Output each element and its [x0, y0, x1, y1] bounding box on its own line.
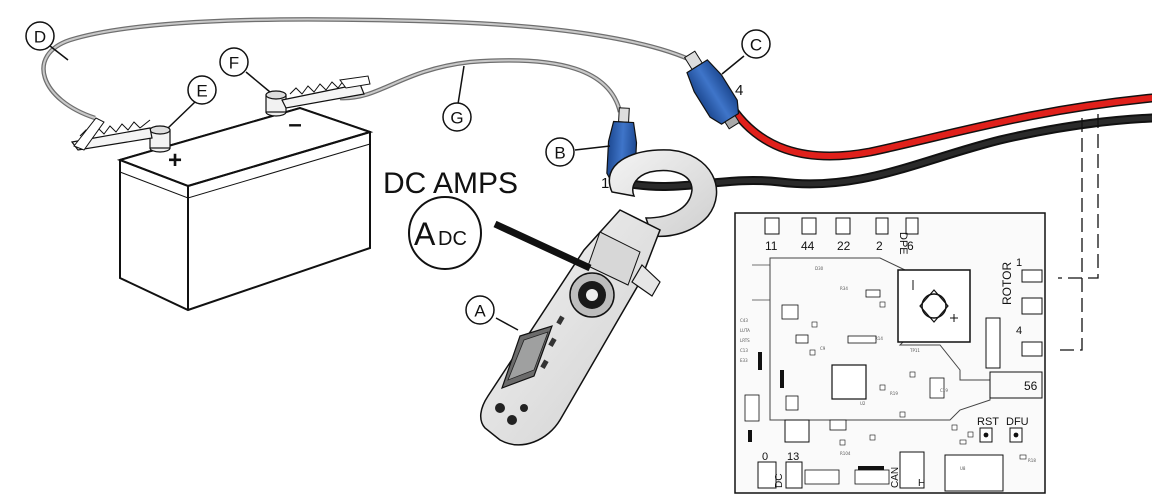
terminal-44: 44 [801, 239, 815, 253]
battery: + – [116, 90, 374, 312]
svg-text:R19: R19 [890, 391, 898, 396]
negative-sign: – [288, 111, 301, 138]
rotor-label: ROTOR [1000, 262, 1014, 305]
terminal-6: 6 [907, 239, 914, 253]
svg-text:TP11: TP11 [909, 348, 920, 353]
svg-text:R34: R34 [840, 286, 848, 291]
svg-text:LUTA: LUTA [740, 328, 750, 333]
battery-negative-post [265, 90, 287, 117]
rst-label: RST [977, 416, 999, 428]
adc-symbol: A DC [408, 196, 592, 272]
adc-symbol-main: A [414, 216, 436, 252]
svg-text:C19: C19 [940, 388, 948, 393]
pin-56: 56 [1024, 379, 1038, 393]
test-lead-d [41, 17, 696, 121]
alligator-clip-negative [281, 75, 371, 109]
svg-text:C43: C43 [740, 318, 748, 323]
terminal-11: 11 [765, 239, 778, 253]
svg-text:R18: R18 [1028, 458, 1036, 463]
connector-c [683, 50, 741, 130]
h-label: H [918, 478, 925, 489]
svg-text:D30: D30 [815, 266, 824, 271]
callout-f: F [219, 47, 271, 93]
adc-symbol-sub: DC [438, 228, 467, 250]
can-label: CAN [890, 467, 901, 488]
callout-c: C [721, 29, 771, 75]
callout-d: D [25, 21, 69, 61]
bottom-13: 13 [787, 451, 799, 463]
svg-text:LRTS: LRTS [740, 338, 750, 343]
positive-sign: + [168, 147, 182, 174]
callout-d-label: D [34, 28, 46, 47]
svg-text:R104: R104 [840, 451, 851, 456]
wire-number-1: 1 [601, 175, 609, 192]
svg-text:C13: C13 [740, 348, 748, 353]
test-lead-g [339, 58, 623, 113]
clamp-meter [480, 149, 718, 446]
svg-text:R14: R14 [875, 336, 883, 341]
dfu-label: DFU [1006, 416, 1029, 428]
rotor-pin-1: 1 [1016, 257, 1022, 269]
callout-b-label: B [554, 144, 565, 163]
battery-positive-post [149, 125, 171, 153]
dpe-label: DPE [897, 232, 909, 255]
callout-g-label: G [450, 109, 463, 128]
svg-text:C9: C9 [820, 346, 826, 351]
callout-e-label: E [196, 82, 207, 101]
bottom-0: 0 [762, 451, 768, 463]
callout-e: E [167, 75, 217, 129]
callout-b: B [545, 137, 611, 167]
alligator-clip-positive [70, 117, 153, 151]
red-wire [730, 93, 1152, 161]
circuit-board: 11 44 22 2 6 DPE 1 4 ROTOR 56 [734, 212, 1046, 494]
terminal-2: 2 [876, 239, 883, 253]
callout-c-label: C [750, 36, 762, 55]
callout-g: G [442, 65, 472, 132]
wire-number-4: 4 [735, 82, 743, 99]
svg-text:U8: U8 [960, 466, 966, 471]
callout-a: A [465, 295, 519, 331]
rotor-pin-4: 4 [1016, 325, 1022, 337]
svg-text:E33: E33 [740, 358, 748, 363]
callout-f-label: F [229, 54, 239, 73]
dashed-link-rotor-1 [1058, 114, 1099, 351]
dc-amps-title: DC AMPS [383, 167, 518, 200]
terminal-22: 22 [837, 239, 851, 253]
callout-a-label: A [474, 302, 486, 321]
svg-text:U2: U2 [860, 401, 866, 406]
dc-label: DC [774, 474, 785, 488]
